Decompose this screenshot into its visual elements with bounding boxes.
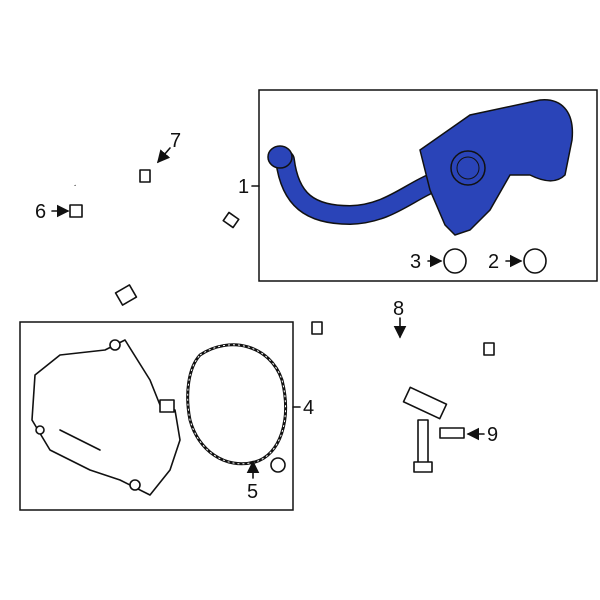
callout-3: 3 <box>410 251 421 273</box>
callout-7: 7 <box>170 130 181 152</box>
group-box-4 <box>19 321 294 511</box>
part-9-valve[interactable] <box>402 386 465 473</box>
callout-4: 4 <box>303 397 314 419</box>
callout-1: 1 <box>238 176 249 198</box>
part-8-pipe[interactable] <box>311 321 495 376</box>
callout-8: 8 <box>393 298 404 320</box>
part-5-gasket[interactable] <box>186 343 287 466</box>
part-4-vacuum-pump[interactable] <box>31 339 181 496</box>
callout-2: 2 <box>488 251 499 273</box>
callout-9: 9 <box>487 424 498 446</box>
part-1-highlighted[interactable] <box>267 99 574 236</box>
part-2-ring[interactable] <box>523 248 547 274</box>
callout-5: 5 <box>247 481 258 503</box>
callout-6: 6 <box>35 201 46 223</box>
part-7-hose[interactable] <box>62 121 240 229</box>
part-6-hose[interactable] <box>69 204 138 306</box>
part-3-ring[interactable] <box>443 248 467 274</box>
